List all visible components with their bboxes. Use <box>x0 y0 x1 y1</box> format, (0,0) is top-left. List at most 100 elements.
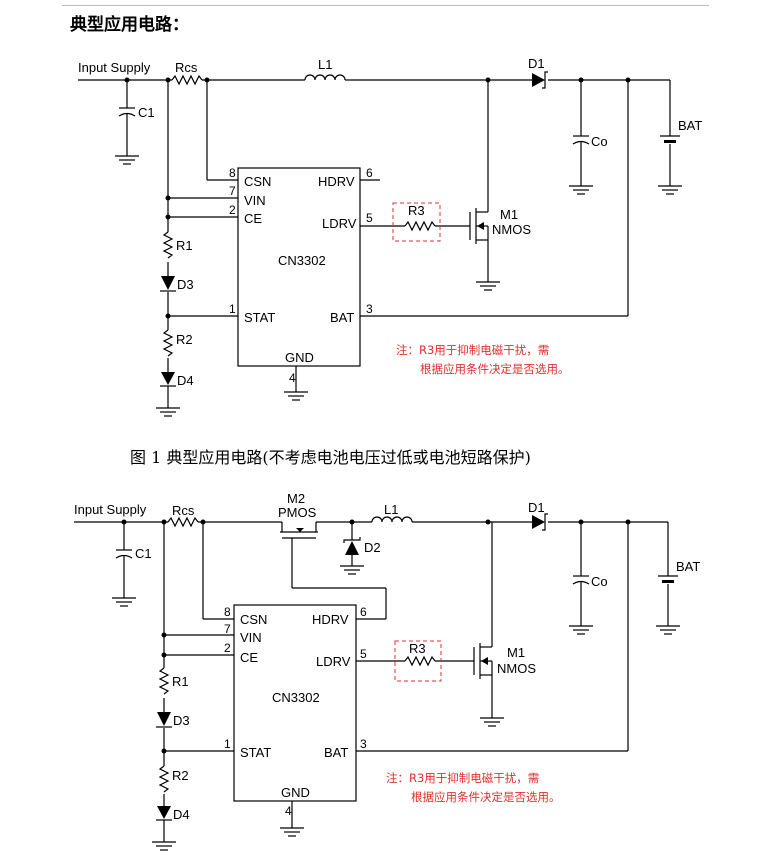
rcs-resistor-2 <box>167 517 199 527</box>
r3-label: R3 <box>408 203 425 218</box>
m1-nmos-2 <box>473 522 505 727</box>
m2-label: M2 <box>287 491 305 506</box>
circuit-2: Input Supply Rcs M2 PMOS L1 D1 <box>74 491 700 851</box>
note-line-2-2: 根据应用条件决定是否选用。 <box>411 790 561 804</box>
r3-label-2: R3 <box>409 641 426 656</box>
pin-wires <box>168 80 629 401</box>
pin-num-3-2: 3 <box>360 737 367 751</box>
battery <box>657 80 683 195</box>
pin-num-3: 3 <box>366 302 373 316</box>
pin-num-8-2: 8 <box>224 605 231 619</box>
m1-type-2: NMOS <box>497 661 536 676</box>
note-line-1: 注：R3用于抑制电磁干扰，需 <box>396 343 549 357</box>
l1-label-2: L1 <box>384 502 398 517</box>
r3-optional-box <box>392 202 441 242</box>
d3-diode-2 <box>156 712 172 728</box>
pin-num-4-2: 4 <box>285 804 292 818</box>
m1-label-2: M1 <box>507 645 525 660</box>
pin-num-2: 2 <box>229 203 236 217</box>
circuit-1: Input Supply Rcs L1 D1 <box>78 56 702 417</box>
d2-diode <box>339 522 365 575</box>
pin-csn: CSN <box>244 174 271 189</box>
d1-label: D1 <box>528 56 545 71</box>
co-label: Co <box>591 134 608 149</box>
pin-gnd-2: GND <box>281 785 310 800</box>
left-rail <box>155 80 181 417</box>
pin-hdrv-2: HDRV <box>312 612 349 627</box>
m1-arrow-2 <box>481 657 488 665</box>
r1-resistor-2 <box>159 667 169 695</box>
left-rail-2 <box>151 522 177 851</box>
r3-optional-box-2 <box>394 640 442 682</box>
l1-inductor-2 <box>371 516 413 523</box>
d1-diode <box>532 71 548 89</box>
m2-pmos <box>280 522 387 620</box>
pin-num-5: 5 <box>366 211 373 225</box>
pin-bat: BAT <box>330 310 354 325</box>
rcs-label-2: Rcs <box>172 503 195 518</box>
note-line-2: 根据应用条件决定是否选用。 <box>420 362 570 376</box>
pin-vin-2: VIN <box>240 630 262 645</box>
r2-resistor <box>163 329 173 357</box>
d3-diode <box>160 276 176 292</box>
note-line-1-2: 注：R3用于抑制电磁干扰，需 <box>386 771 539 785</box>
cn3302-chip <box>237 167 361 367</box>
pin-ce: CE <box>244 211 262 226</box>
r2-resistor-2 <box>159 765 169 793</box>
r1-label: R1 <box>176 238 193 253</box>
d1-label-2: D1 <box>528 500 545 515</box>
c1-label: C1 <box>138 105 155 120</box>
pin-num-4: 4 <box>289 371 296 385</box>
figure-1-caption: 图 1 典型应用电路(不考虑电池电压过低或电池短路保护) <box>130 448 531 467</box>
rcs-label: Rcs <box>175 60 198 75</box>
pin-hdrv: HDRV <box>318 174 355 189</box>
bat-label-2: BAT <box>676 559 700 574</box>
pin-num-6-2: 6 <box>360 605 367 619</box>
c1-label-2: C1 <box>135 546 152 561</box>
m1-type: NMOS <box>492 222 531 237</box>
top-rule <box>62 5 709 6</box>
battery-neg-plate-2 <box>662 580 674 583</box>
co-label-2: Co <box>591 574 608 589</box>
c1-capacitor-2 <box>111 522 137 607</box>
chip-name: CN3302 <box>278 253 326 268</box>
pin-num-6: 6 <box>366 166 373 180</box>
l1-inductor <box>304 74 346 81</box>
pin-ce-2: CE <box>240 650 258 665</box>
pin-num-1: 1 <box>229 302 236 316</box>
page-heading: 典型应用电路： <box>70 15 189 35</box>
m2-arrow <box>296 528 304 532</box>
m2-type: PMOS <box>278 505 317 520</box>
d3-label: D3 <box>177 277 194 292</box>
pin-stat-2: STAT <box>240 745 271 760</box>
pin-num-7-2: 7 <box>224 622 231 636</box>
d4-label: D4 <box>177 373 194 388</box>
d2-label: D2 <box>364 540 381 555</box>
d4-diode <box>160 372 176 387</box>
r2-label: R2 <box>176 332 193 347</box>
bat-label: BAT <box>678 118 702 133</box>
co-capacitor-2 <box>568 522 594 635</box>
pin-ldrv-2: LDRV <box>316 654 351 669</box>
d4-label-2: D4 <box>173 807 190 822</box>
chip-name-2: CN3302 <box>272 690 320 705</box>
r3-resistor-2 <box>404 656 436 666</box>
r1-resistor <box>163 231 173 259</box>
pin-num-5-2: 5 <box>360 647 367 661</box>
r3-resistor <box>404 221 436 231</box>
pin-ldrv: LDRV <box>322 216 357 231</box>
m1-nmos <box>469 80 501 291</box>
pin-csn-2: CSN <box>240 612 267 627</box>
r2-label-2: R2 <box>172 768 189 783</box>
pin-num-8: 8 <box>229 166 236 180</box>
m1-arrow <box>477 222 484 230</box>
input-supply-label-2: Input Supply <box>74 502 147 517</box>
d3-label-2: D3 <box>173 713 190 728</box>
cn3302-chip-2 <box>233 604 357 802</box>
l1-label: L1 <box>318 57 332 72</box>
pin-stat: STAT <box>244 310 275 325</box>
pin-num-7: 7 <box>229 184 236 198</box>
c1-capacitor <box>114 80 140 165</box>
pin-vin: VIN <box>244 193 266 208</box>
pin-num-2-2: 2 <box>224 641 231 655</box>
